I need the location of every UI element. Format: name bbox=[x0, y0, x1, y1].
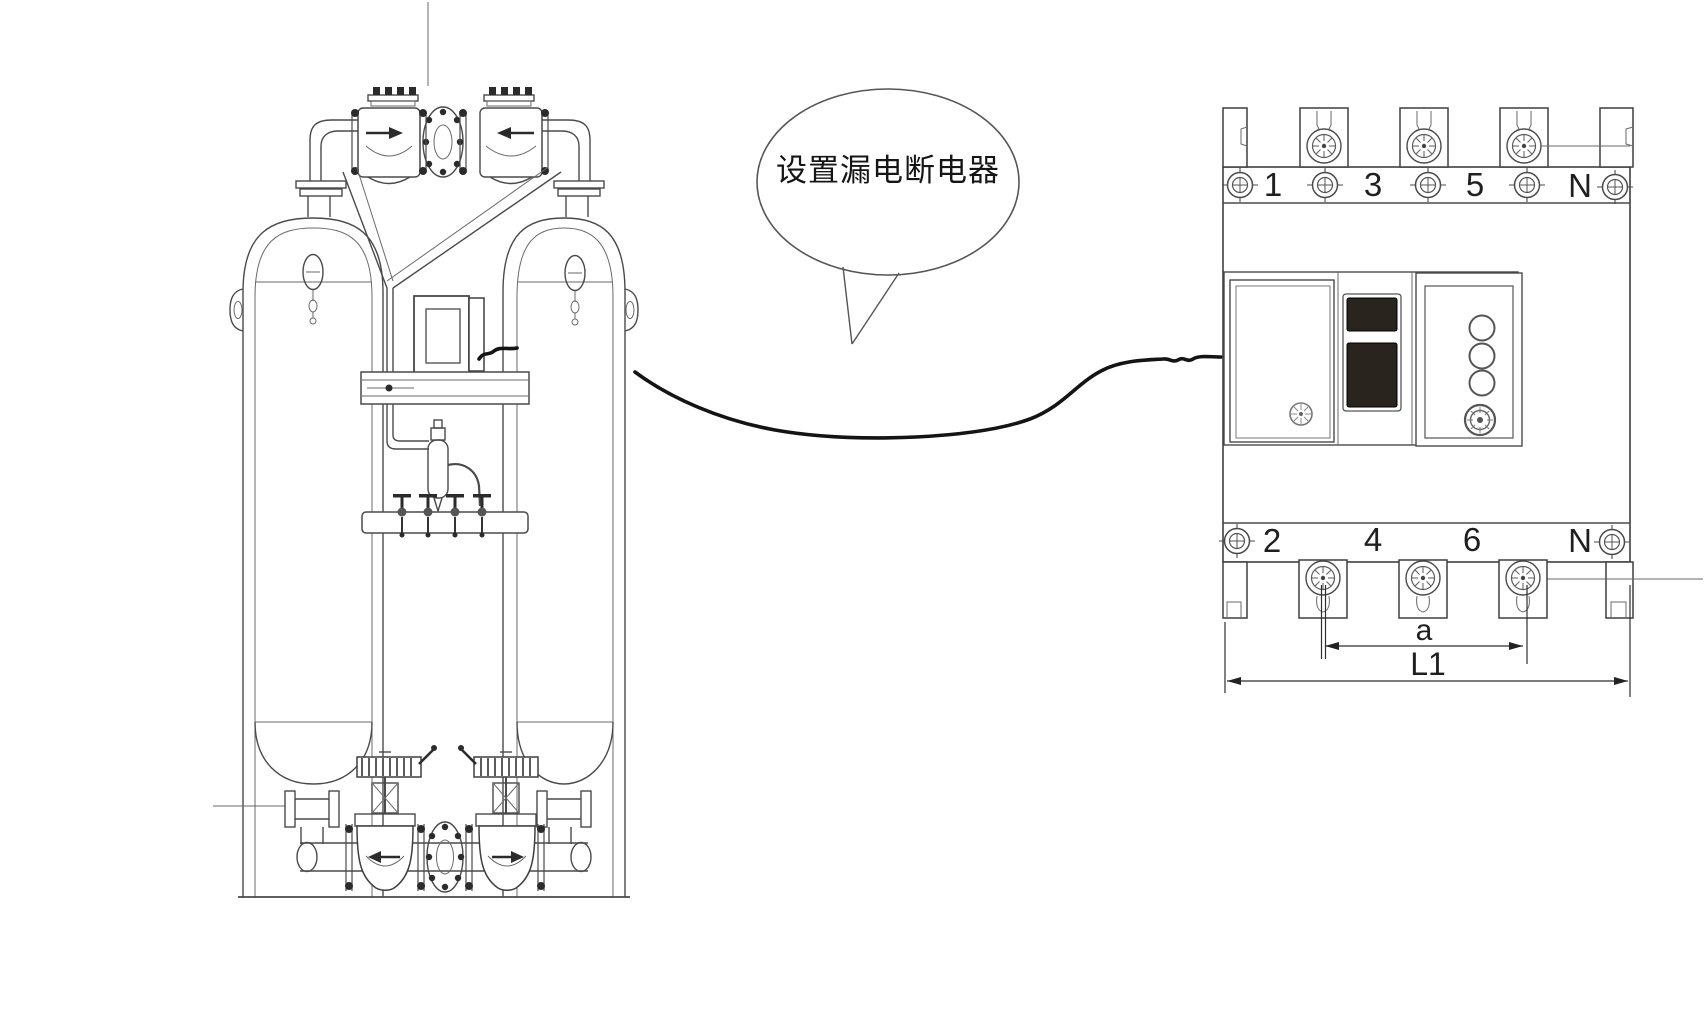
terminal-cage bbox=[1399, 107, 1449, 168]
indicator-panel bbox=[1415, 272, 1523, 447]
inlet-valve-body bbox=[479, 107, 543, 185]
dimension-a: a bbox=[1320, 585, 1528, 664]
flange-bolts bbox=[345, 824, 545, 891]
arrowhead-left-icon bbox=[1227, 677, 1241, 685]
flange-bolts bbox=[351, 112, 549, 172]
connection-wire bbox=[477, 346, 1223, 440]
terminal-label-5: 5 bbox=[1466, 166, 1484, 203]
flange-bolt-dots bbox=[345, 825, 545, 890]
dim-label-a: a bbox=[1416, 614, 1433, 647]
dome-port-icon bbox=[302, 253, 324, 325]
dimension-l1: L1 bbox=[1224, 585, 1631, 697]
inlet-valve-body bbox=[357, 107, 421, 185]
control-box-window bbox=[425, 308, 461, 364]
callout-text: 设置漏电断电器 bbox=[776, 153, 1000, 188]
control-box bbox=[413, 295, 485, 375]
drain-filter bbox=[427, 419, 482, 516]
dryer-unit bbox=[213, 2, 639, 898]
flanged-nozzle-icon bbox=[483, 87, 535, 107]
flow-arrow-right-icon bbox=[389, 127, 403, 139]
terminal-label-6: 6 bbox=[1463, 521, 1481, 558]
terminal-cage bbox=[1498, 559, 1548, 619]
flanged-nozzle-icon bbox=[367, 87, 419, 107]
callout-bubble: 设置漏电断电器 bbox=[756, 88, 1020, 345]
dim-label-l1: L1 bbox=[1410, 646, 1446, 682]
top-manifold bbox=[295, 87, 605, 289]
indicator-circle bbox=[1468, 342, 1496, 370]
tower-lug-icon bbox=[229, 288, 244, 332]
control-valve-icon bbox=[354, 745, 437, 891]
bottom-piping bbox=[213, 745, 630, 898]
dryer-right-tower bbox=[502, 217, 639, 897]
arrowhead-right-icon bbox=[1509, 642, 1523, 650]
arrowhead-right-icon bbox=[1614, 677, 1628, 685]
indicator-circle bbox=[1468, 369, 1496, 397]
mini-valve-icon bbox=[446, 494, 464, 538]
mini-valve-icon bbox=[473, 494, 491, 538]
mini-valve-icon bbox=[393, 494, 411, 538]
rating-panel bbox=[1229, 279, 1335, 443]
terminal-label-3: 3 bbox=[1364, 166, 1382, 203]
terminal-label-2: 2 bbox=[1263, 522, 1281, 559]
terminal-cage bbox=[1499, 107, 1549, 168]
adjuster-dial-icon bbox=[1289, 402, 1313, 426]
tower-lug-icon bbox=[624, 288, 639, 332]
control-valve-icon bbox=[458, 745, 539, 891]
indicator-circle bbox=[1468, 314, 1496, 342]
terminal-cage bbox=[1299, 107, 1349, 168]
support-beam bbox=[360, 371, 530, 405]
flow-arrow-right-icon bbox=[511, 851, 524, 863]
flow-arrow-left-icon bbox=[368, 851, 381, 863]
sight-flange-icon bbox=[422, 106, 464, 178]
terminal-cage bbox=[1398, 559, 1448, 619]
mini-valve-icon bbox=[419, 494, 437, 538]
valve-manifold bbox=[361, 494, 529, 538]
terminal-label-n-bottom: N bbox=[1568, 522, 1592, 559]
dome-port-icon bbox=[564, 254, 586, 326]
mounting-tab bbox=[1222, 561, 1634, 619]
breaker-faceplate bbox=[1223, 271, 1523, 447]
toggle-switch-icon bbox=[1342, 293, 1402, 412]
dryer-left-tower bbox=[229, 217, 384, 897]
terminal-label-4: 4 bbox=[1364, 521, 1382, 558]
center-pipe bbox=[386, 288, 429, 450]
sight-flange-icon bbox=[425, 821, 465, 893]
arrowhead-left-icon bbox=[1325, 642, 1339, 650]
terminal-label-1: 1 bbox=[1264, 166, 1282, 203]
terminal-label-n-top: N bbox=[1568, 167, 1592, 204]
terminal-cage bbox=[1298, 559, 1348, 619]
circuit-breaker: 1 3 5 N bbox=[1218, 107, 1703, 697]
flange-bolt-dots bbox=[351, 109, 549, 175]
mounting-tab bbox=[1222, 107, 1634, 168]
test-button-icon bbox=[1463, 403, 1497, 437]
flow-arrow-left-icon bbox=[497, 127, 511, 139]
